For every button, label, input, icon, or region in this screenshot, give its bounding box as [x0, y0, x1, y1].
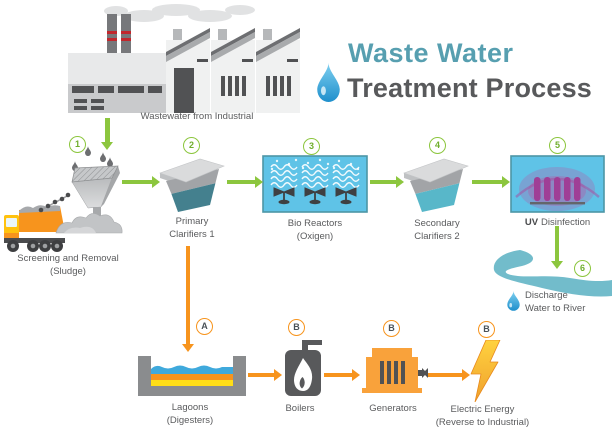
step-badge-4: 4 — [429, 137, 446, 154]
arrow-bioreactor-to-secondary — [370, 176, 404, 188]
step-badge-3: 3 — [303, 138, 320, 155]
arrow-generator-to-energy — [428, 369, 470, 381]
factory-left-building — [68, 53, 166, 113]
arrow-secondary-to-uv — [472, 176, 510, 188]
flame-icon — [294, 358, 313, 391]
screening-hopper-icon — [38, 146, 123, 234]
label-boilers: Boilers — [285, 403, 315, 414]
factory-icon — [68, 4, 300, 113]
water-drop-icon — [317, 62, 340, 102]
arrow-lagoon-to-boiler — [248, 369, 282, 381]
primary-clarifier-icon — [159, 158, 225, 212]
label-bio-reactors: Bio Reactors(Oxigen) — [287, 218, 343, 242]
step-badge-1: 1 — [69, 136, 86, 153]
step-badge-2: 2 — [183, 137, 200, 154]
lightning-bolt-icon — [470, 340, 501, 402]
arrow-boiler-to-generator — [324, 369, 360, 381]
arrow-uv-to-river — [551, 226, 563, 269]
boiler-icon — [285, 340, 322, 396]
label-lagoons: Lagoons(Digesters) — [166, 402, 214, 426]
arrow-primary-to-bioreactor — [227, 176, 263, 188]
dump-truck-icon — [4, 205, 65, 252]
arrow-primary-to-lagoon — [182, 246, 194, 352]
page-title-line1: Waste Water — [348, 38, 514, 68]
label-electric-energy: Electric Energy(Reverse to Industrial) — [435, 404, 530, 428]
byproduct-badge-b2: B — [383, 320, 400, 337]
sludge-pile-icon — [55, 213, 123, 234]
arrow-screening-to-primary — [122, 176, 160, 188]
uv-lamps-icon — [534, 177, 581, 201]
generator-icon — [362, 348, 428, 393]
smoke-icon — [104, 4, 255, 22]
river-icon — [493, 250, 612, 297]
label-screening: Screening and Removal(Sludge) — [17, 253, 119, 277]
secondary-clarifier-icon — [403, 158, 469, 212]
source-label: Wastewater from Industrial — [140, 111, 254, 122]
step-badge-5: 5 — [549, 137, 566, 154]
bio-reactor-icon — [262, 155, 368, 213]
uv-disinfection-icon — [510, 155, 605, 213]
byproduct-badge-b1: B — [288, 319, 305, 336]
chimney-icon — [107, 14, 131, 56]
aerator-icon — [270, 164, 360, 188]
conveyor-icon — [38, 192, 71, 213]
byproduct-badge-b3: B — [478, 321, 495, 338]
lagoon-icon — [138, 356, 246, 396]
step-badge-6: 6 — [574, 260, 591, 277]
arrow-factory-to-screening — [101, 118, 113, 150]
discharge-drop-icon — [507, 291, 520, 311]
page-title-line2: Treatment Process — [347, 73, 593, 103]
label-generators: Generators — [369, 403, 417, 414]
byproduct-badge-a: A — [196, 318, 213, 335]
factory-sawtooth-building — [166, 28, 300, 113]
